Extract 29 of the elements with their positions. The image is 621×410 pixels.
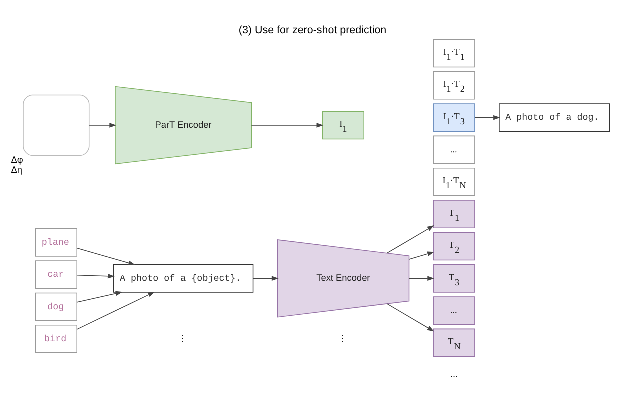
- arrow: [77, 248, 136, 266]
- node-box: ParT Encoder: [115, 86, 252, 164]
- node-box: ...: [433, 296, 476, 324]
- node-box: [23, 94, 90, 156]
- arrow: [408, 276, 435, 281]
- node-box: ...: [433, 135, 476, 164]
- node-box: dog: [35, 292, 78, 321]
- arrow: [387, 303, 434, 332]
- arrow: [252, 276, 279, 281]
- diagram-title: (3) Use for zero-shot prediction: [238, 24, 387, 36]
- arrow: [474, 114, 500, 120]
- arrow: [77, 273, 115, 278]
- node-label: Δη: [11, 164, 22, 175]
- label: ...: [450, 369, 458, 380]
- node-box: Text Encoder: [277, 239, 410, 318]
- node-box: bird: [35, 324, 78, 353]
- node-box: A photo of a dog.: [499, 103, 610, 132]
- node-box: A photo of a {object}.: [114, 264, 254, 292]
- node-label: Δφ: [11, 154, 24, 165]
- arrow: [77, 292, 156, 330]
- arrow: [408, 251, 434, 260]
- arrow: [89, 122, 117, 128]
- arrow: [251, 122, 324, 128]
- label: ⋮: [178, 333, 188, 344]
- arrow: [387, 225, 434, 254]
- label: ⋮: [338, 333, 348, 344]
- node-box: car: [35, 260, 78, 288]
- arrow: [77, 290, 123, 302]
- node-box: plane: [35, 228, 78, 256]
